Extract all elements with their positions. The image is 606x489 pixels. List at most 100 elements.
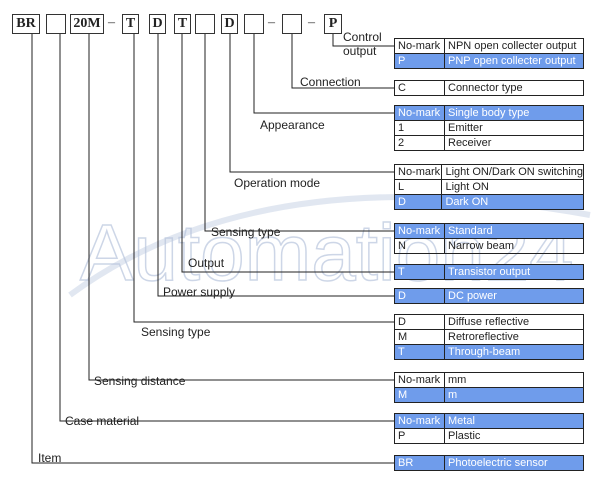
code-part-connection [282,14,302,34]
connector-line [181,34,394,273]
code-part-control-output: P [324,14,342,34]
option-description: Emitter [444,120,584,136]
option-code: N [394,238,445,254]
option-description: Dark ON [441,194,584,210]
option-description: Narrow beam [444,238,584,254]
group-label: Output [188,256,225,270]
option-code: No-mark [394,372,445,388]
code-part-sensing-distance: 20M [70,14,104,34]
code-part-case-material [46,14,66,34]
connector-line [204,34,394,232]
code-separator-dash: – [108,15,115,30]
option-code: No-mark [393,164,443,180]
option-description: Plastic [444,428,584,444]
option-code: D [393,194,443,210]
group-label: Sensing distance [94,374,186,388]
code-part-output: T [174,14,191,34]
option-description: Photoelectric sensor [444,455,584,471]
option-code: No-mark [394,105,445,121]
code-separator-dash: – [268,15,275,30]
option-code: No-mark [394,413,445,429]
connector-line [229,34,394,173]
option-description: NPN open collecter output [444,38,584,54]
option-description: Receiver [444,135,584,151]
group-label: Appearance [260,118,325,132]
option-code: M [394,329,445,345]
option-description: Light ON [441,179,584,195]
connector-line [31,34,394,464]
option-description: Transistor output [444,264,584,280]
group-label: Case material [65,414,140,428]
code-part-sensing-type: T [122,14,139,34]
option-description: DC power [444,288,584,304]
option-code: L [393,179,443,195]
option-code: D [394,288,445,304]
option-code: 1 [394,120,445,136]
group-label: Control output [343,30,382,58]
group-label: Item [38,451,62,465]
connector-line [88,34,394,381]
code-part-appearance [244,14,264,34]
option-description: PNP open collecter output [444,53,584,69]
connector-line [59,34,394,422]
code-part-item: BR [12,14,40,34]
group-label: Connection [300,75,361,89]
code-part-power-supply: D [149,14,166,34]
option-code: P [394,428,445,444]
connector-line [332,34,394,47]
option-code: M [394,387,445,403]
option-description: Light ON/Dark ON switching [441,164,584,180]
option-description: Single body type [444,105,584,121]
option-code: T [394,344,445,360]
code-separator-dash: – [308,15,315,30]
connector-line [133,34,394,323]
group-label: Sensing type [141,325,211,339]
option-description: m [444,387,584,403]
option-description: mm [444,372,584,388]
option-description: Standard [444,223,584,239]
option-code: C [394,80,445,96]
group-label: Power supply [163,285,236,299]
group-label: Operation mode [234,176,321,190]
option-code: 2 [394,135,445,151]
option-code: P [394,53,445,69]
option-description: Diffuse reflective [444,314,584,330]
group-label: Sensing type [211,225,281,239]
option-code: No-mark [394,38,445,54]
option-code: T [394,264,445,280]
option-code: D [394,314,445,330]
option-code: No-mark [394,223,445,239]
option-description: Through-beam [444,344,584,360]
connector-line [157,34,394,297]
